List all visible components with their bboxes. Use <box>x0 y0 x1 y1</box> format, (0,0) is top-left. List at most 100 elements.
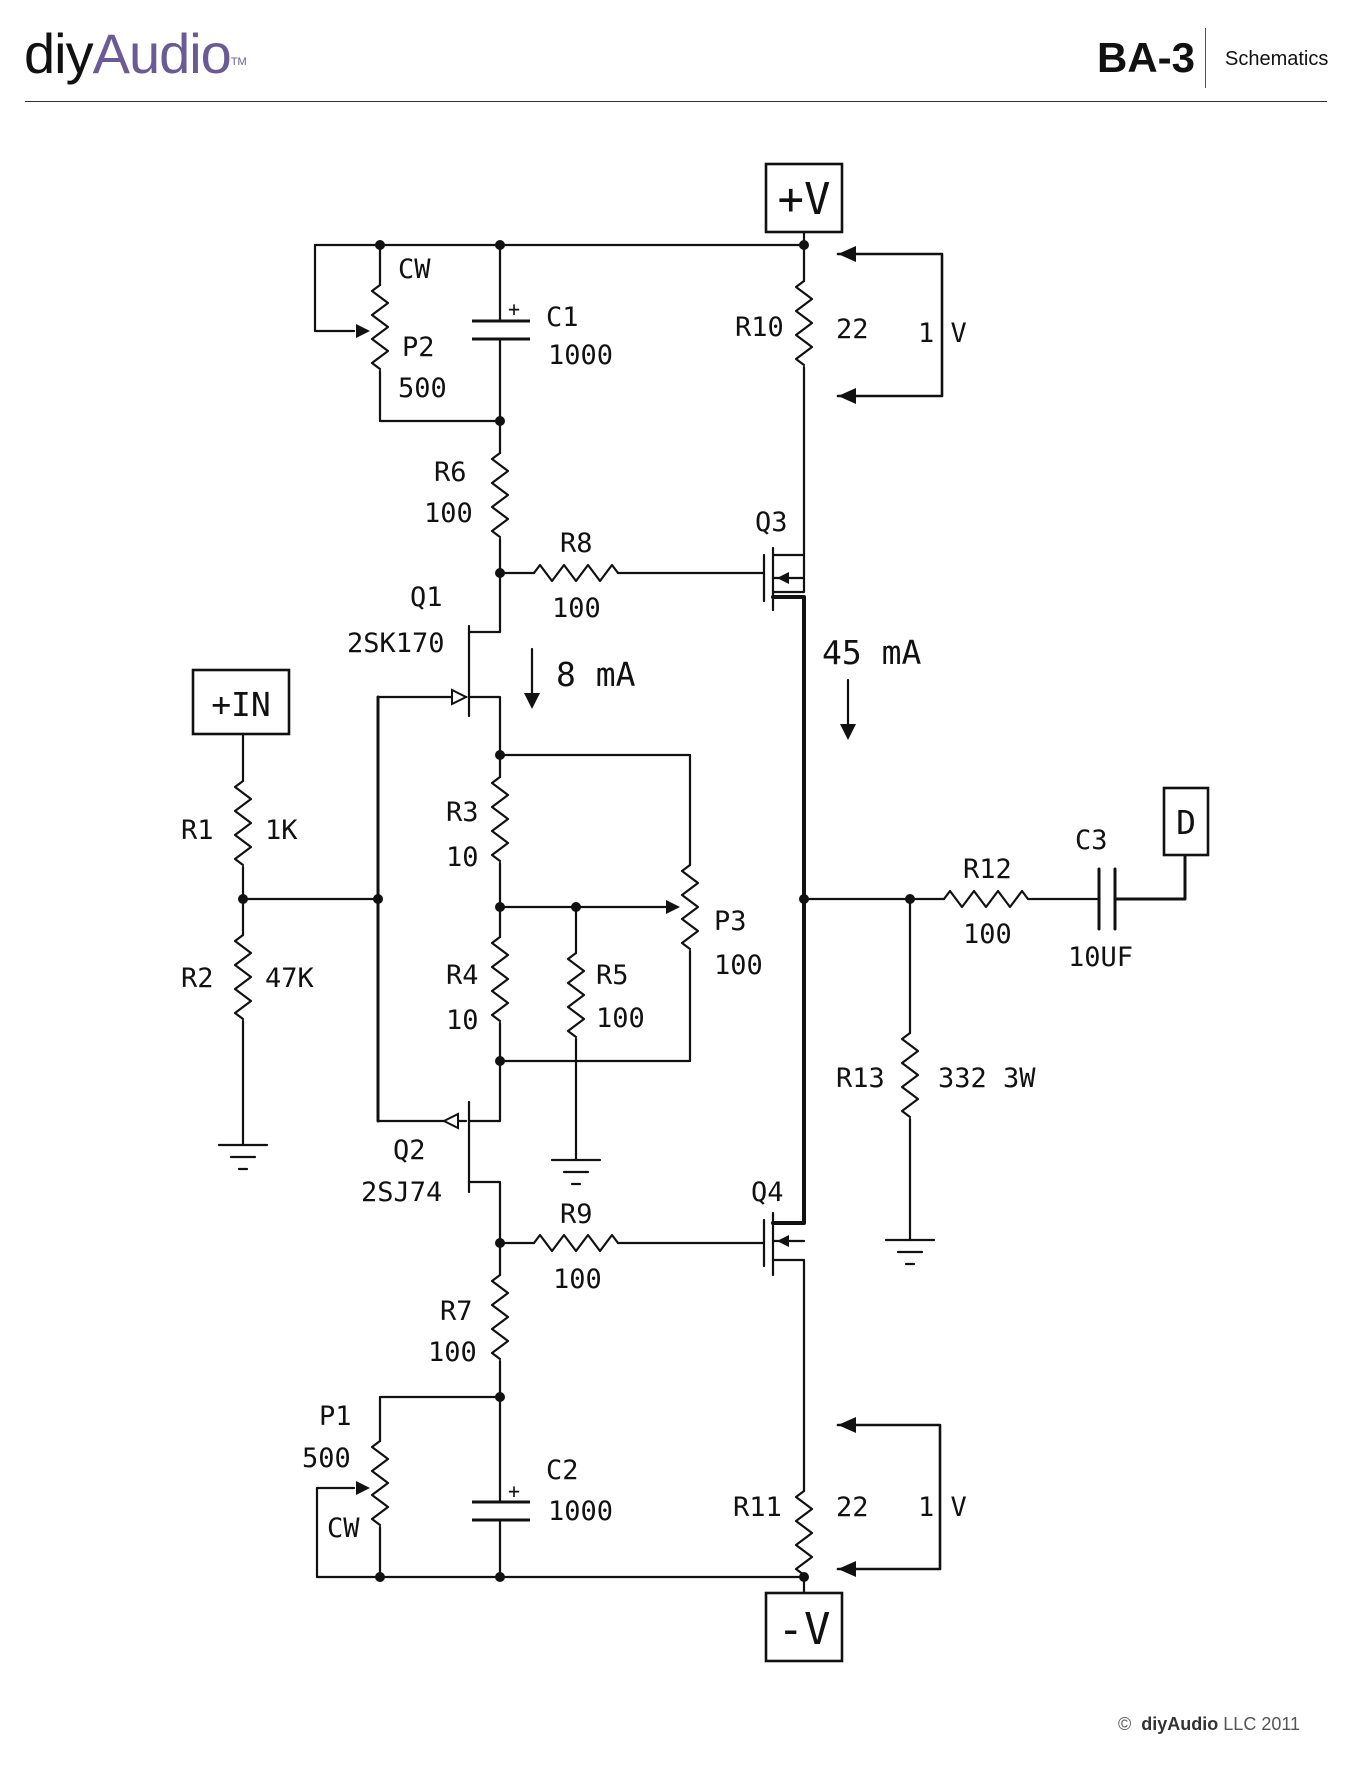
junction-dot <box>495 1572 505 1582</box>
r1-resistor <box>233 779 253 867</box>
r9-value-label: 100 <box>553 1264 602 1295</box>
p3-bottom-lead <box>498 949 692 1063</box>
section-title: Schematics <box>1225 48 1329 70</box>
r8-resistor <box>532 563 620 583</box>
output-label: D <box>1176 803 1196 842</box>
input-label: +IN <box>211 685 271 724</box>
junction-dot <box>373 894 383 904</box>
r11-voltage-label: 1 V <box>918 1492 967 1523</box>
junction-dot <box>238 894 248 904</box>
junction-dot <box>495 902 505 912</box>
junction-dot <box>495 1392 505 1402</box>
r7-ref-label: R7 <box>440 1296 473 1327</box>
r13-ground <box>884 1238 936 1266</box>
c2-ref-label: C2 <box>546 1455 579 1486</box>
p2-cw-label: CW <box>398 254 431 285</box>
q1-part-label: 2SK170 <box>347 628 445 659</box>
junction-dot <box>495 240 505 250</box>
c3-plates <box>1097 867 1117 931</box>
positive-supply-label: +V <box>778 174 831 225</box>
junction-dot <box>571 902 581 912</box>
output-current-label: 45 mA <box>822 633 921 672</box>
r7-resistor <box>490 1273 510 1361</box>
q4-ref-label: Q4 <box>751 1177 784 1208</box>
p1-ref-label: P1 <box>319 1401 352 1432</box>
p2-value-label: 500 <box>398 373 447 404</box>
footer-brand: diyAudio <box>1141 1714 1219 1734</box>
r10-voltage-label: 1 V <box>918 318 967 349</box>
c1-value-label: 1000 <box>548 340 613 371</box>
r5-ref-label: R5 <box>596 960 629 991</box>
r10-voltage-arrowhead-top <box>838 246 856 262</box>
input-terminal-box <box>191 668 291 736</box>
q2-source-lead <box>467 1059 502 1123</box>
c3-value-label: 10UF <box>1068 942 1133 973</box>
q3-source-arrowhead <box>777 572 789 584</box>
p1-cw-label: CW <box>327 1513 360 1544</box>
c3-right-lead <box>1113 853 1187 901</box>
r11-voltage-bracket <box>836 1423 942 1571</box>
c1-polarity-label: + <box>508 297 520 321</box>
r2-value-label: 47K <box>265 963 315 994</box>
r10-value-label: 22 <box>836 314 869 345</box>
r4-ref-label: R4 <box>446 960 479 991</box>
r11-resistor <box>794 1489 814 1577</box>
r8-value-label: 100 <box>552 593 601 624</box>
r7-value-label: 100 <box>428 1337 477 1368</box>
p2-bypass-loop <box>313 243 356 333</box>
r11-voltage-arrowhead-top <box>838 1417 856 1433</box>
r2-ground <box>217 1143 269 1171</box>
p1-top-lead <box>378 1395 502 1443</box>
r10-ref-label: R10 <box>735 312 784 343</box>
r11-value-label: 22 <box>836 1492 869 1523</box>
c2-polarity-label: + <box>508 1479 520 1503</box>
r9-resistor <box>532 1233 620 1253</box>
p3-top-lead <box>498 753 692 867</box>
r10-voltage-arrowhead-bottom <box>838 388 856 404</box>
q3-q4-source-line <box>771 595 806 1225</box>
q1-gate-arrowhead <box>451 688 469 706</box>
junction-dot <box>905 894 915 904</box>
r6-ref-label: R6 <box>434 457 467 488</box>
p1-value-label: 500 <box>302 1443 351 1474</box>
p3-wiper-arrowhead <box>666 900 680 914</box>
q2-ref-label: Q2 <box>393 1135 426 1166</box>
q2-part-label: 2SJ74 <box>361 1177 442 1208</box>
r11-voltage-arrowhead-bottom <box>838 1561 856 1577</box>
r10-voltage-bracket <box>836 252 944 398</box>
negative-supply-label: -V <box>778 1604 831 1655</box>
r10-resistor <box>794 279 814 367</box>
p3-resistor <box>680 863 700 951</box>
r6-value-label: 100 <box>424 498 473 529</box>
r3-ref-label: R3 <box>446 797 479 828</box>
p1-wiper-arrowhead <box>356 1481 370 1495</box>
c2-value-label: 1000 <box>548 1496 613 1527</box>
q1-current-arrowhead <box>524 693 540 709</box>
r12-ref-label: R12 <box>963 854 1012 885</box>
r4-resistor <box>490 935 510 1023</box>
c1-plates <box>472 319 530 341</box>
logo-diy-text: diy <box>24 22 94 85</box>
junction-dot <box>375 1572 385 1582</box>
p2-ref-label: P2 <box>402 332 435 363</box>
q4-source-arrowhead <box>777 1235 789 1247</box>
diyaudio-logo: diyAudioTM <box>24 24 247 84</box>
r6-resistor <box>490 451 510 539</box>
logo-audio-text: Audio <box>92 22 232 85</box>
p2-bottom-lead <box>378 369 502 423</box>
q2-gate-arrowhead <box>441 1112 459 1130</box>
r1-value-label: 1K <box>265 815 298 846</box>
r1-ref-label: R1 <box>181 815 214 846</box>
junction-dot <box>495 750 505 760</box>
r12-value-label: 100 <box>963 919 1012 950</box>
r5-value-label: 100 <box>596 1003 645 1034</box>
model-title: BA-3 <box>1096 34 1195 81</box>
junction-dot <box>495 1238 505 1248</box>
p2-resistor <box>370 283 390 371</box>
p3-ref-label: P3 <box>714 906 747 937</box>
c3-ref-label: C3 <box>1075 825 1108 856</box>
r13-value-label: 332 3W <box>938 1063 1036 1094</box>
r11-ref-label: R11 <box>733 1492 782 1523</box>
page-header: diyAudioTM BA-3 Schematics <box>0 0 1345 110</box>
